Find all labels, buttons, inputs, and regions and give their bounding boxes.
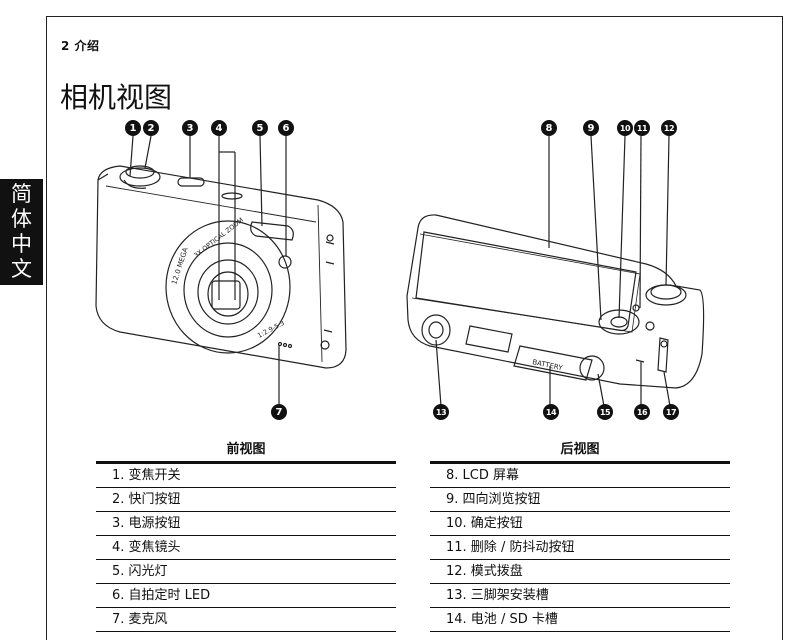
back-parts-table: 8. LCD 屏幕 9. 四向浏览按钮 10. 确定按钮 11. 删除 / 防抖… [430,461,730,632]
front-camera-drawing [95,135,347,404]
table-row: 11. 删除 / 防抖动按钮 [430,536,730,560]
callout-badge: 9 [583,120,599,136]
page-frame-right [782,16,783,640]
callout-badge: 8 [541,120,557,136]
callout-badge: 17 [663,404,679,420]
back-view-title: 后视图 [560,442,600,457]
lens-mega-text: 12.0 MEGA [170,246,190,285]
table-row: 6. 自拍定时 LED [96,584,396,608]
table-row: 9. 四向浏览按钮 [430,488,730,512]
table-row: 1. 变焦开关 [96,464,396,488]
callout-badge: 6 [278,120,294,136]
table-row: 13. 三脚架安装槽 [430,584,730,608]
table-row: 2. 快门按钮 [96,488,396,512]
callout-badge: 10 [617,120,633,136]
callout-badge: 16 [634,404,650,420]
callout-badge: 2 [143,120,159,136]
language-tab-char: 文 [11,257,32,281]
callout-badge: 15 [597,404,613,420]
front-view-title: 前视图 [226,442,266,457]
language-tab-char: 简 [11,182,32,206]
callout-badge: 14 [543,404,559,420]
table-row: 12. 模式拨盘 [430,560,730,584]
callout-badge: 7 [271,404,287,420]
callout-badge: 13 [433,404,449,420]
callout-badge: 3 [182,120,198,136]
table-row: 5. 闪光灯 [96,560,396,584]
camera-illustrations: 12.0 MEGA 3X OPTICAL ZOOM 1:2.9-5.3 [95,135,705,407]
language-tab: 简 体 中 文 [0,179,43,285]
page-title: 相机视图 [60,81,173,114]
callout-badge: 5 [252,120,268,136]
table-row: 14. 电池 / SD 卡槽 [430,608,730,632]
back-camera-drawing [406,135,705,407]
table-row: 3. 电源按钮 [96,512,396,536]
section-heading: 2 介绍 [61,39,100,53]
page-frame-top [46,16,783,17]
language-tab-char: 中 [11,232,32,256]
table-row: 8. LCD 屏幕 [430,464,730,488]
callout-badge: 1 [125,120,141,136]
callout-badge: 11 [634,120,650,136]
table-row: 4. 变焦镜头 [96,536,396,560]
table-row: 10. 确定按钮 [430,512,730,536]
callout-badge: 4 [211,120,227,136]
language-tab-char: 体 [11,207,32,231]
callout-badge: 12 [661,120,677,136]
page-frame-left [46,16,47,640]
front-parts-table: 1. 变焦开关 2. 快门按钮 3. 电源按钮 4. 变焦镜头 5. 闪光灯 6… [96,461,396,632]
table-row: 7. 麦克风 [96,608,396,632]
